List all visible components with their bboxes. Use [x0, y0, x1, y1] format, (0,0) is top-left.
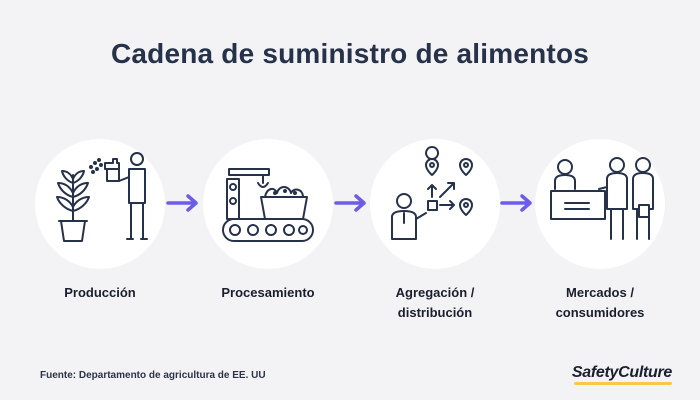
- stage-processing-circle: [203, 139, 333, 269]
- source-note: Fuente: Departamento de agricultura de E…: [40, 370, 266, 381]
- stage-label-distribution: Agregación /distribución: [395, 285, 475, 320]
- stage-label-production: Producción: [64, 285, 136, 300]
- stage-label-processing: Procesamiento: [221, 285, 315, 300]
- flow-arrow-1: [166, 194, 198, 212]
- page-title: Cadena de suministro de alimentos: [110, 38, 590, 69]
- market-consumers-icon: [550, 157, 654, 240]
- distribution-network-icon: [391, 146, 473, 240]
- flow-arrow-3: [500, 194, 532, 212]
- stage-label-consumers: Mercados /consumidores: [555, 285, 645, 320]
- brand-underline: [573, 382, 672, 385]
- plant-spraying-icon: [56, 152, 148, 242]
- stage-market-circle: [535, 139, 665, 269]
- stage-distribution-circle: [370, 139, 500, 269]
- stage-production-circle: [35, 139, 165, 269]
- factory-conveyor-icon: [222, 168, 314, 242]
- flow-arrow-2: [334, 194, 366, 212]
- brand-logo: SafetyCulture: [572, 364, 672, 385]
